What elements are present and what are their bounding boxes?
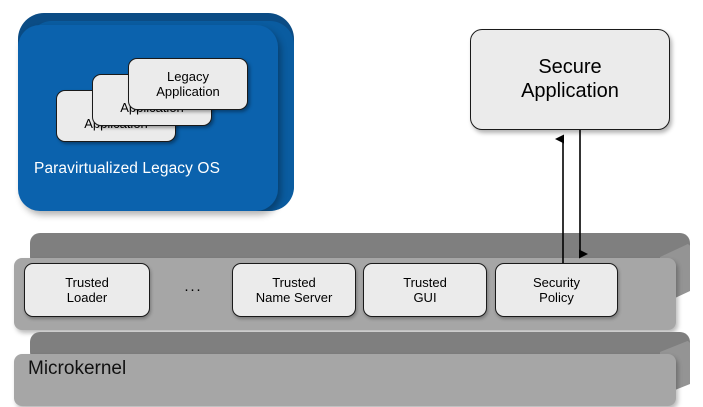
legacy-application-box-1[interactable]: Legacy Application	[128, 58, 248, 110]
paravirtualized-legacy-os-block: Legacy Application Legacy Application Le…	[18, 13, 294, 211]
service-box-trusted-name-server[interactable]: Trusted Name Server	[232, 263, 356, 317]
microkernel-label: Microkernel	[28, 358, 127, 379]
services-ellipsis: ···	[184, 281, 202, 298]
legacy-os-label: Paravirtualized Legacy OS	[34, 160, 221, 177]
service-box-trusted-loader[interactable]: Trusted Loader	[24, 263, 150, 317]
microkernel-bar-front-face	[14, 354, 676, 406]
microkernel-bar	[0, 332, 703, 406]
service-box-security-policy[interactable]: Security Policy	[495, 263, 618, 317]
secure-application-box[interactable]: Secure Application	[470, 29, 670, 130]
service-box-trusted-gui[interactable]: Trusted GUI	[363, 263, 487, 317]
